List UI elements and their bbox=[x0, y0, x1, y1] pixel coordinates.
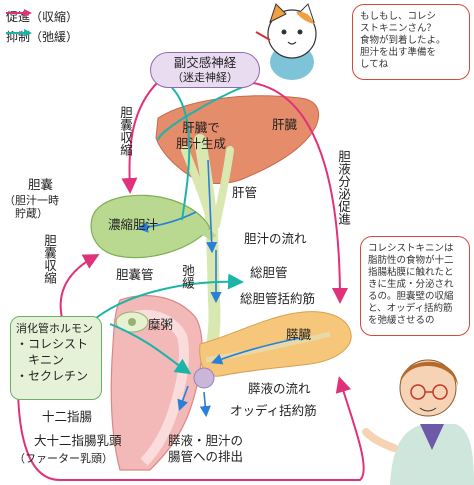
concentrated-bile-label: 濃縮胆汁 bbox=[108, 217, 159, 232]
hormone-item-cck: ・コレシスト bbox=[16, 337, 89, 351]
gallbladder-contract-top-label: 胆囊収縮 bbox=[118, 106, 133, 156]
hormone-item-secretin: ・セクレチン bbox=[16, 369, 89, 383]
legend-inhibit: 抑制（弛緩） bbox=[6, 28, 78, 45]
arrow-hormone-to-gallbladder bbox=[59, 254, 100, 319]
cat-bubble-line: してね bbox=[360, 59, 389, 70]
hormone-item-cck-cont: キニン bbox=[28, 353, 65, 367]
promote-arrow-icon bbox=[6, 9, 32, 17]
arrow-nerve-to-liver bbox=[245, 81, 348, 304]
bile-secretion-promote-label: 胆液分泌促進 bbox=[336, 150, 351, 225]
arrow-nerve-to-gallbladder bbox=[121, 81, 159, 194]
excretion-label: 膵液・胆汁の bbox=[168, 433, 244, 448]
doctor-bubble-line: コレシストキニンは bbox=[368, 243, 454, 254]
cat-bubble-line: もしもし、コレシ bbox=[360, 11, 437, 22]
pancreas-label: 膵臓 bbox=[286, 327, 312, 342]
gallbladder-label: 胆囊 bbox=[28, 177, 54, 192]
doctor-bubble-line: 指腸粘膜に触れたと bbox=[368, 267, 454, 278]
nerve-sublabel: （迷走神経） bbox=[172, 71, 238, 84]
bile-flow-label: 胆汁の流れ bbox=[244, 231, 307, 246]
hepatic-duct-label: 肝管 bbox=[232, 185, 258, 200]
cat-speech-bubble: もしもし、コレシ ストキニンさん？ 食物が到着したよ。 胆汁を出す準備を してね bbox=[352, 4, 470, 80]
common-bile-duct-label: 総胆管 bbox=[250, 265, 288, 280]
doctor-bubble-line: を弛緩させるの bbox=[368, 315, 435, 326]
doctor-bubble-line: 脂肪性の食物が十二 bbox=[368, 255, 454, 266]
legend-promote: 促進（収縮） bbox=[6, 8, 78, 25]
duodenum-label: 十二指腸 bbox=[42, 409, 93, 424]
excretion-label-2: 腸管への排出 bbox=[168, 449, 244, 464]
papilla-alt-label: （ファーター乳頭） bbox=[14, 452, 113, 465]
doctor-speech-bubble: コレシストキニンは 脂肪性の食物が十二 指腸粘膜に触れたと きに生成・分泌され … bbox=[360, 236, 470, 336]
chyme-label: 糜粥 bbox=[148, 317, 174, 332]
parasympathetic-nerve-box: 副交感神経 （迷走神経） bbox=[150, 52, 260, 88]
oddi-sphincter-label: オッディ括約筋 bbox=[230, 403, 317, 418]
liver-bile-label: 肝臓で 胆汁生成 bbox=[176, 120, 227, 151]
hormone-vesicle-icon bbox=[115, 311, 149, 333]
gallbladder-contract-left-label: 胆囊収縮 bbox=[42, 234, 57, 284]
hormone-title: 消化管ホルモン bbox=[16, 322, 93, 335]
doctor-bubble-line: きに生成・分泌され bbox=[368, 279, 454, 290]
doctor-bubble-line: るの。胆嚢壁の収縮 bbox=[368, 291, 454, 302]
pancreatic-flow-label: 膵液の流れ bbox=[248, 381, 311, 396]
cbd-sphincter-label: 総胆管括約筋 bbox=[240, 291, 316, 306]
arrow-nerve-to-oddi bbox=[157, 83, 251, 141]
cat-mascot-icon bbox=[255, 3, 317, 80]
arrow-hormone-to-sphincter bbox=[95, 273, 244, 319]
relax-label: 弛緩 bbox=[180, 264, 195, 289]
gallbladder-note: （胆汁一時 貯蔵） bbox=[4, 194, 59, 220]
cat-bubble-line: 胆汁を出す準備を bbox=[360, 47, 437, 58]
hormone-box: 消化管ホルモン ・コレシスト キニン ・セクレチン bbox=[10, 316, 102, 400]
liver-label: 肝臓 bbox=[272, 117, 298, 132]
cat-bubble-line: ストキニンさん？ bbox=[360, 23, 437, 34]
cystic-duct-label: 胆囊管 bbox=[116, 267, 154, 282]
doctor-icon bbox=[362, 359, 474, 485]
inhibit-arrow-icon bbox=[6, 29, 32, 37]
cat-bubble-line: 食物が到着したよ。 bbox=[360, 35, 446, 46]
doctor-bubble-line: と、オッディ括約筋 bbox=[368, 303, 453, 314]
nerve-label: 副交感神経 bbox=[173, 55, 237, 70]
papilla-label: 大十二指腸乳頭 bbox=[34, 433, 122, 448]
